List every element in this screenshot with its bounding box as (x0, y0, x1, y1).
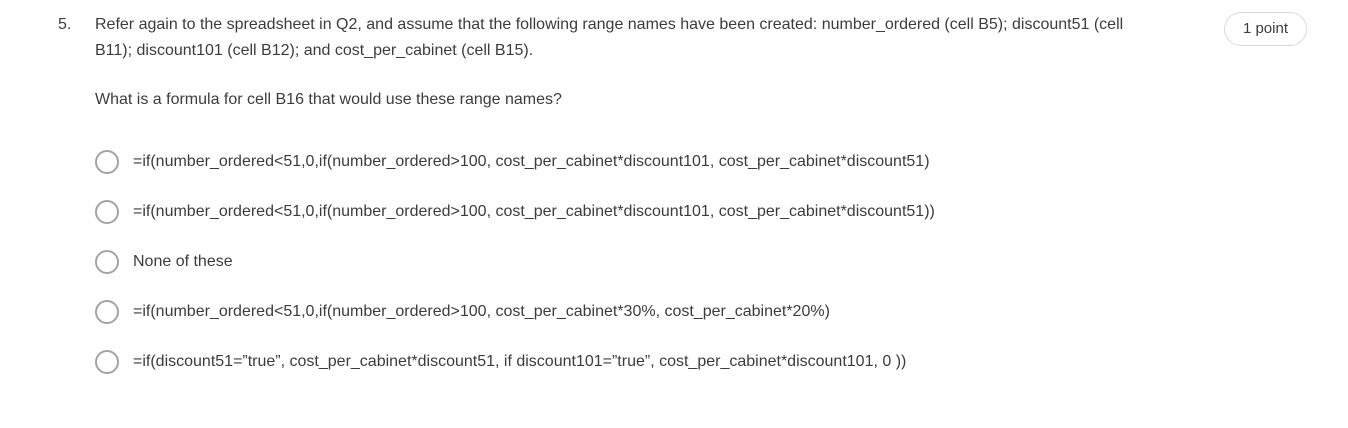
answer-options-list: =if(number_ordered<51,0,if(number_ordere… (95, 137, 1158, 387)
question-body: 5. Refer again to the spreadsheet in Q2,… (58, 12, 1158, 387)
radio-button-icon[interactable] (95, 250, 119, 274)
answer-option-label: None of these (133, 253, 233, 270)
question-number: 5. (58, 16, 72, 33)
answer-option-label: =if(number_ordered<51,0,if(number_ordere… (133, 153, 930, 170)
answer-option-5[interactable]: =if(discount51=”true”, cost_per_cabinet*… (95, 337, 1158, 387)
answer-option-label: =if(number_ordered<51,0,if(number_ordere… (133, 303, 830, 320)
answer-option-1[interactable]: =if(number_ordered<51,0,if(number_ordere… (95, 137, 1158, 187)
answer-option-label: =if(discount51=”true”, cost_per_cabinet*… (133, 353, 907, 370)
answer-option-label: =if(number_ordered<51,0,if(number_ordere… (133, 203, 935, 220)
radio-button-icon[interactable] (95, 150, 119, 174)
answer-option-2[interactable]: =if(number_ordered<51,0,if(number_ordere… (95, 187, 1158, 237)
radio-button-icon[interactable] (95, 300, 119, 324)
question-prompt: Refer again to the spreadsheet in Q2, an… (95, 16, 1124, 59)
answer-option-3[interactable]: None of these (95, 237, 1158, 287)
radio-button-icon[interactable] (95, 350, 119, 374)
question-heading: 5. Refer again to the spreadsheet in Q2,… (58, 12, 1158, 64)
radio-button-icon[interactable] (95, 200, 119, 224)
question-subprompt: What is a formula for cell B16 that woul… (95, 91, 562, 108)
answer-option-4[interactable]: =if(number_ordered<51,0,if(number_ordere… (95, 287, 1158, 337)
points-badge: 1 point (1223, 12, 1307, 46)
